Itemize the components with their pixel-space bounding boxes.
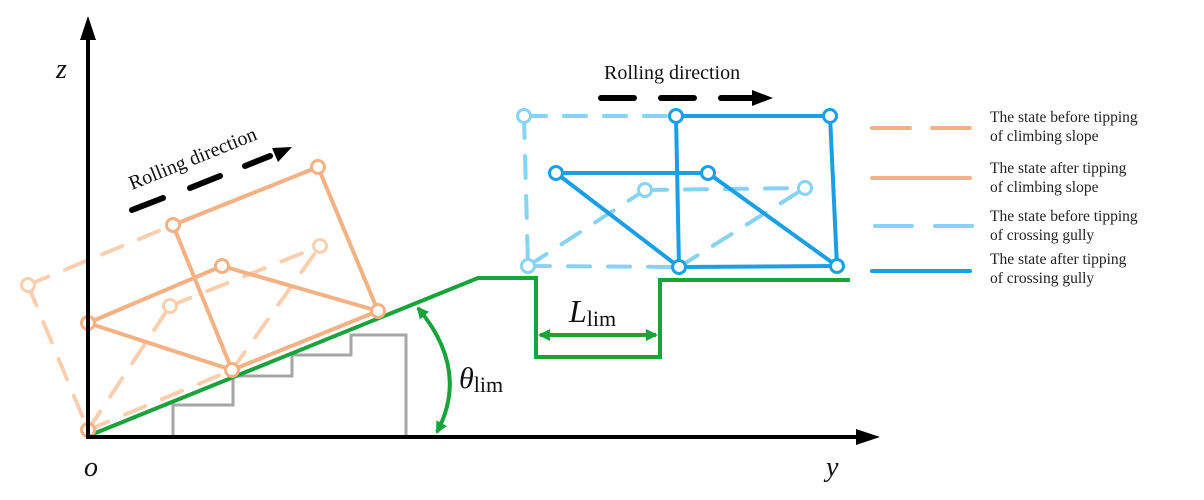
joint: [224, 362, 240, 378]
legend-label-line2: of climbing slope: [990, 179, 1099, 196]
joint: [165, 217, 181, 233]
joint: [671, 259, 687, 275]
legend-item-gully-after: The state after tipping of crossing gull…: [870, 251, 1127, 287]
legend-label-line1: The state before tipping: [990, 208, 1138, 225]
gully-after-joints: [548, 108, 845, 275]
theta-lim-arc: [416, 306, 452, 434]
rolling-direction-gully: Rolling direction: [598, 62, 773, 106]
legend-label-line1: The state after tipping: [990, 251, 1127, 268]
legend-item-climb-after: The state after tipping of climbing slop…: [870, 160, 1127, 196]
origin-label: o: [84, 452, 98, 483]
y-axis-arrowhead: [856, 429, 880, 445]
legend-item-climb-before: The state before tipping of climbing slo…: [870, 109, 1138, 145]
joint: [822, 108, 838, 124]
arrow-head-icon: [752, 90, 773, 106]
legend-item-gully-before: The state before tipping of crossing gul…: [873, 208, 1138, 244]
legend-label-line1: The state after tipping: [990, 160, 1127, 177]
theta-lim-label: θlim: [459, 362, 503, 397]
legend-label-line1: The state before tipping: [990, 109, 1138, 126]
arrow-head-icon: [272, 147, 292, 162]
l-symbol: L: [568, 293, 587, 329]
l-subscript: lim: [587, 306, 616, 331]
climb-before-joints: [20, 238, 328, 314]
climb-before-frame: [26, 223, 322, 432]
joint: [637, 182, 653, 198]
joint: [370, 303, 386, 319]
joint: [516, 108, 532, 124]
theta-symbol: θ: [459, 362, 474, 395]
joint: [310, 159, 326, 175]
joint: [700, 165, 716, 181]
z-axis-arrowhead: [80, 16, 96, 40]
joint: [214, 258, 230, 274]
stairs-outline: [171, 333, 408, 436]
gully-before-frame: [522, 114, 807, 269]
joint: [20, 277, 36, 293]
gully-before-joints: [516, 108, 813, 274]
z-axis-label: z: [55, 54, 67, 85]
climb-after-joints: [80, 159, 386, 438]
rolling-direction-slope: Rolling direction: [126, 123, 292, 213]
y-axis-label: y: [823, 452, 839, 483]
joint: [668, 108, 684, 124]
legend-label-line2: of crossing gully: [990, 270, 1094, 287]
joint: [829, 258, 845, 274]
joint: [548, 165, 564, 181]
rolling-direction-gully-label: Rolling direction: [604, 62, 740, 84]
gully-after-frame: [554, 114, 839, 269]
legend: The state before tipping of climbing slo…: [870, 109, 1138, 287]
joint: [162, 298, 178, 314]
joint: [312, 238, 328, 254]
joint: [520, 258, 536, 274]
l-lim-label: Llim: [568, 293, 616, 331]
ground-profile: [87, 276, 850, 438]
joint: [797, 180, 813, 196]
legend-label-line2: of climbing slope: [990, 128, 1099, 145]
climb-after-frame: [86, 165, 380, 372]
theta-subscript: lim: [474, 372, 503, 397]
legend-label-line2: of crossing gully: [990, 227, 1094, 244]
